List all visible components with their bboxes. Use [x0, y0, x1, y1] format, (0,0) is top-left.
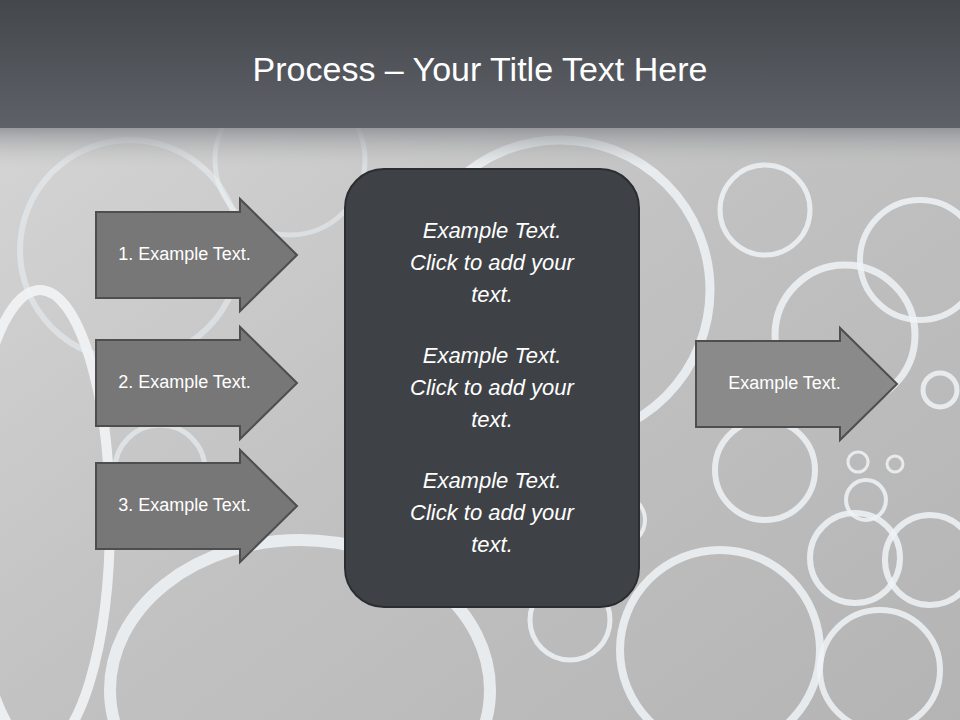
arrow-box: Example Text.	[696, 328, 897, 440]
arrow-outline	[96, 327, 297, 439]
box-text: Example Text. Click to add your text.	[397, 340, 587, 436]
process-box: Example Text. Click to add your text. Exa…	[344, 168, 640, 608]
arrow-label: 1. Example Text.	[118, 244, 251, 266]
arrow-box: 3. Example Text.	[96, 450, 297, 562]
arrow-box: 2. Example Text.	[96, 327, 297, 439]
box-text: Example Text. Click to add your text.	[397, 215, 587, 311]
arrow-label: 3. Example Text.	[118, 495, 251, 517]
arrow-outline	[96, 199, 297, 311]
arrow-outline	[696, 328, 897, 440]
arrow-outline	[96, 450, 297, 562]
box-text: Example Text. Click to add your text.	[397, 465, 587, 561]
arrow-label: 2. Example Text.	[118, 372, 251, 394]
arrow-label: Example Text.	[728, 373, 841, 395]
slide-title: Process – Your Title Text Here	[0, 50, 960, 89]
arrow-box: 1. Example Text.	[96, 199, 297, 311]
